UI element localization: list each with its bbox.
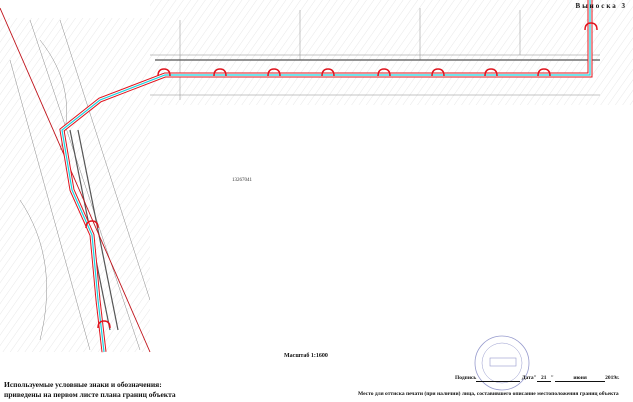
base-map xyxy=(0,0,633,352)
date-label: Дата xyxy=(521,375,534,381)
stamp xyxy=(474,335,530,391)
date-month: июня xyxy=(555,375,606,382)
legend-note: Используемые условные знаки и обозначени… xyxy=(4,380,176,400)
sheet-title: Выноска 3 xyxy=(575,2,627,10)
object-boundary xyxy=(59,0,598,353)
cadastral-number: 13267041 xyxy=(232,178,252,183)
legend-line-2: приведены на первом листе плана границ о… xyxy=(4,390,176,399)
stamp-note: Место для оттиска печати (при наличии) л… xyxy=(358,391,619,397)
date-day: 21 xyxy=(536,375,551,382)
boundary-line xyxy=(0,7,151,353)
signature-label: Подпись xyxy=(455,375,477,381)
scale-label: Масштаб 1:1600 xyxy=(284,353,328,359)
date-year: 2019г. xyxy=(605,375,620,381)
legend-line-1: Используемые условные знаки и обозначени… xyxy=(4,380,162,389)
